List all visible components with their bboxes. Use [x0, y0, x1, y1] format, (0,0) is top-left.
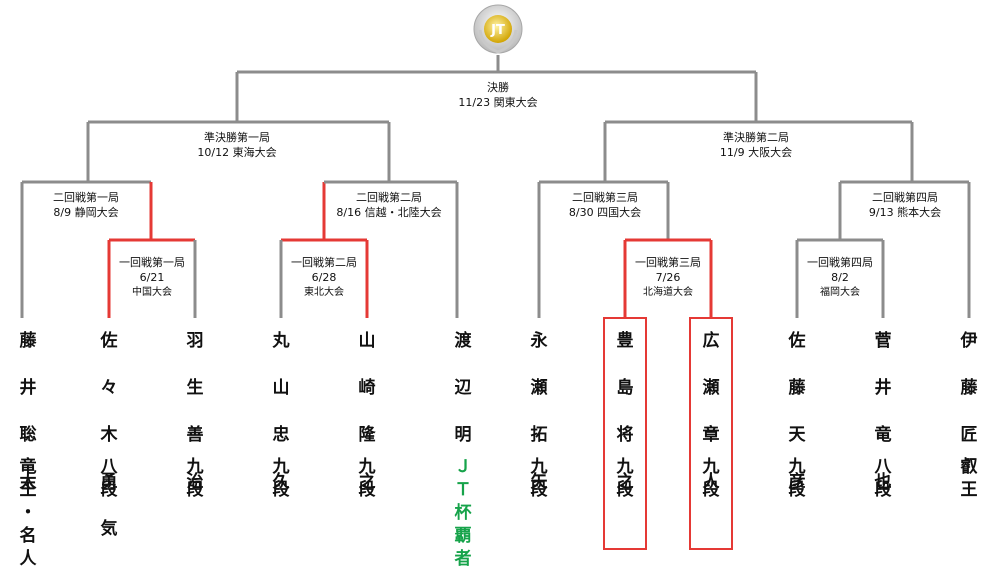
- player-title: 九段: [272, 457, 290, 500]
- match-label: 二回戦第一局 8/9 静岡大会: [50, 190, 122, 220]
- match-date: 6/28: [311, 271, 337, 284]
- match-date: 7/26: [655, 271, 681, 284]
- player-entry: 佐々木勇気八段: [95, 318, 123, 553]
- player-name: 豊島将之: [616, 331, 634, 492]
- match-date: 8/16 信越・北陸大会: [336, 206, 442, 219]
- player-entry: 藤井聡太竜王・名人: [14, 318, 42, 569]
- player-name: 丸山忠久: [272, 331, 290, 492]
- player-title: 九段: [186, 457, 204, 500]
- player-title: 九段: [702, 457, 720, 500]
- player-entry: 丸山忠久九段: [267, 318, 295, 506]
- player-name: 菅井竜也: [874, 331, 892, 492]
- player-entry: 菅井竜也八段: [869, 318, 897, 506]
- match-label: 一回戦第四局 8/2 福岡大会: [804, 255, 876, 300]
- match-date: 6/21: [139, 271, 165, 284]
- player-entry: 豊島将之九段: [611, 318, 639, 506]
- match-label: 二回戦第四局 9/13 熊本大会: [865, 190, 945, 220]
- match-date: 8/9 静岡大会: [53, 206, 119, 219]
- match-label: 一回戦第三局 7/26 北海道大会: [632, 255, 704, 300]
- match-date: 10/12 東海大会: [197, 146, 277, 159]
- player-entry: 広瀬章人九段: [697, 318, 725, 506]
- player-name: 佐藤天彦: [788, 331, 806, 492]
- match-venue: 北海道大会: [643, 287, 693, 298]
- player-title: 九段: [788, 457, 806, 500]
- player-title: 八段: [874, 457, 892, 500]
- match-venue: 東北大会: [304, 287, 344, 298]
- match-label: 一回戦第二局 6/28 東北大会: [288, 255, 360, 300]
- match-date: 11/23 関東大会: [458, 96, 538, 109]
- match-name: 準決勝第二局: [722, 131, 789, 144]
- match-name: 準決勝第一局: [203, 131, 270, 144]
- match-name: 一回戦第二局: [291, 256, 357, 269]
- match-label: 準決勝第一局 10/12 東海大会: [194, 130, 280, 160]
- highlight-box: [689, 317, 733, 550]
- match-name: 二回戦第四局: [871, 191, 938, 204]
- match-name: 二回戦第二局: [355, 191, 422, 204]
- match-date: 8/30 四国大会: [568, 206, 642, 219]
- match-label: 準決勝第二局 11/9 大阪大会: [716, 130, 796, 160]
- match-name: 決勝: [486, 81, 509, 94]
- tournament-bracket: [20, 55, 971, 318]
- match-name: 一回戦第一局: [119, 256, 185, 269]
- logo-text: JT: [490, 23, 505, 38]
- player-title: 九段: [530, 457, 548, 500]
- player-entry: 伊藤匠叡王: [955, 318, 983, 500]
- match-label: 二回戦第二局 8/16 信越・北陸大会: [333, 190, 445, 220]
- match-date: 9/13 熊本大会: [868, 206, 942, 219]
- player-title: 九段: [358, 457, 376, 500]
- player-name: 渡辺明: [454, 331, 472, 445]
- match-name: 二回戦第三局: [571, 191, 638, 204]
- match-name: 一回戦第三局: [635, 256, 701, 269]
- player-name: 羽生善治: [186, 331, 204, 492]
- player-name: 伊藤匠: [960, 331, 978, 445]
- player-name: 佐々木勇気: [100, 331, 118, 539]
- match-venue: 福岡大会: [820, 287, 860, 298]
- match-name: 二回戦第一局: [53, 191, 119, 204]
- player-entry: 永瀬拓矢九段: [525, 318, 553, 506]
- player-name: 永瀬拓矢: [530, 331, 548, 492]
- match-label: 一回戦第一局 6/21 中国大会: [116, 255, 188, 300]
- player-title: 叡王: [960, 457, 978, 500]
- match-label: 二回戦第三局 8/30 四国大会: [565, 190, 645, 220]
- player-name: 藤井聡太: [19, 331, 37, 492]
- player-title: 竜王・名人: [19, 457, 37, 569]
- match-label: 決勝 11/23 関東大会: [455, 80, 541, 110]
- highlight-box: [603, 317, 647, 550]
- player-entry: 佐藤天彦九段: [783, 318, 811, 506]
- match-date: 11/9 大阪大会: [719, 146, 793, 159]
- match-date: 8/2: [831, 271, 849, 284]
- player-title: 八段: [100, 457, 118, 500]
- match-venue: 中国大会: [132, 287, 172, 298]
- player-name: 山崎隆之: [358, 331, 376, 492]
- player-name: 広瀬章人: [702, 331, 720, 492]
- player-entry: 羽生善治九段: [181, 318, 209, 506]
- match-name: 一回戦第四局: [807, 256, 873, 269]
- player-entry: 山崎隆之九段: [353, 318, 381, 506]
- jt-logo: JT: [472, 2, 524, 56]
- player-title: 九段: [616, 457, 634, 500]
